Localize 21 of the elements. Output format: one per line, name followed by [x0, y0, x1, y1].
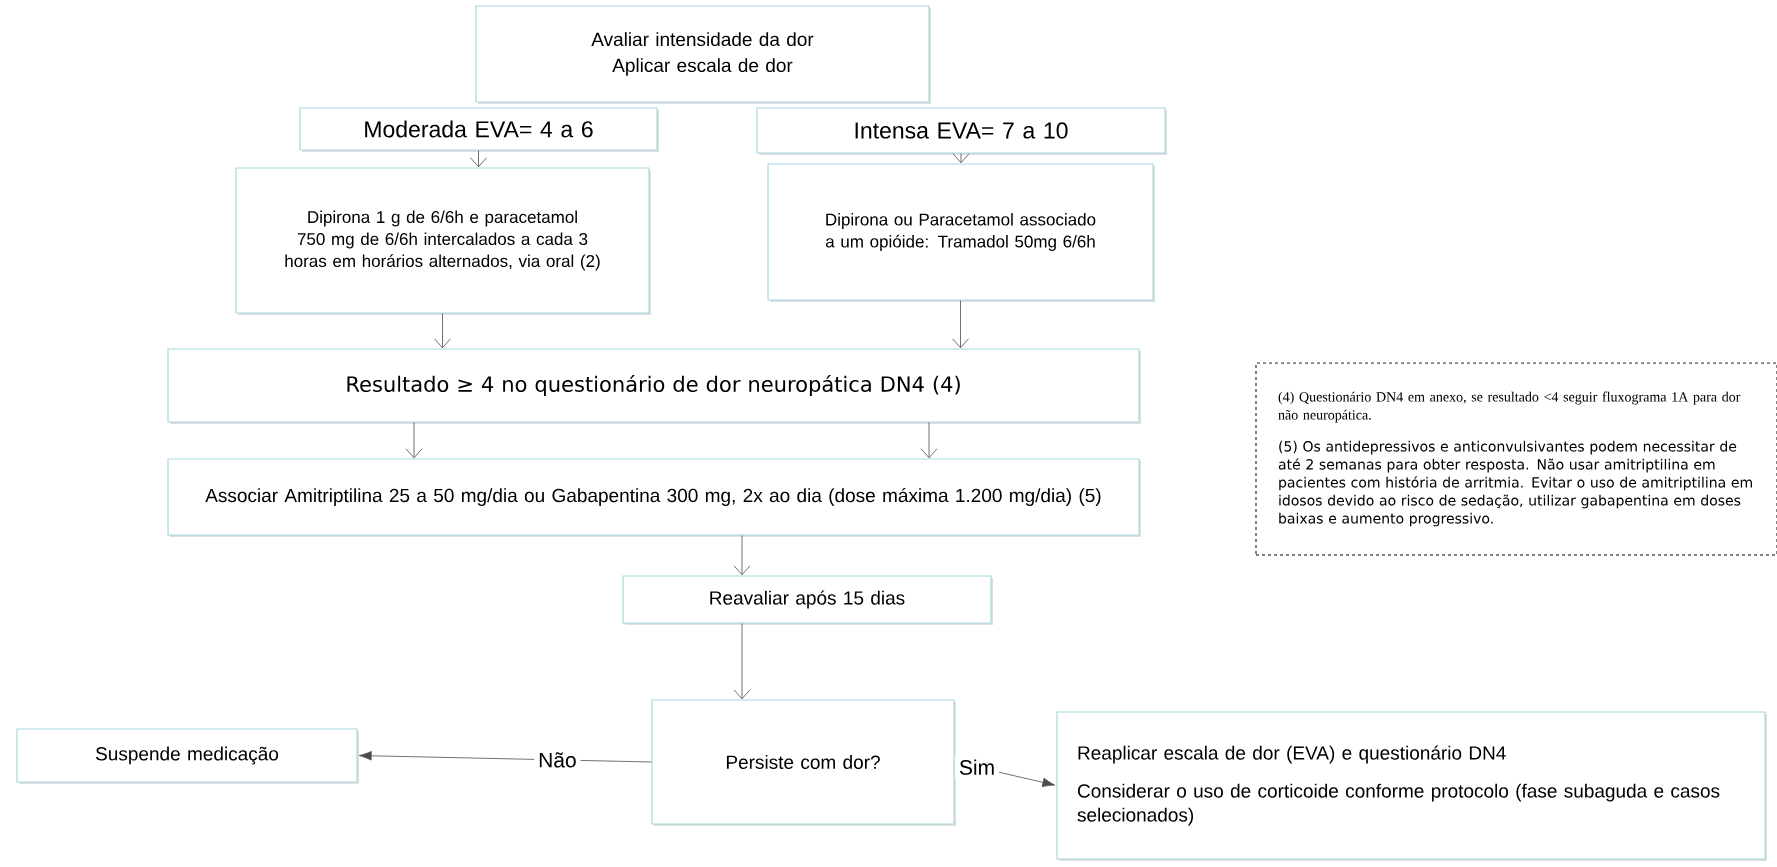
- process-box: Dipirona 1 g de 6/6h e paracetamol 750 mg de 6/6h intercalados a cada 3 horas em horários alternados, via oral (2): [235, 167, 651, 315]
- process-box: Reavaliar após 15 dias: [622, 575, 993, 625]
- process-box: Avaliar intensidade da dor Aplicar escala de dor: [475, 5, 931, 104]
- end-box: Suspende medicação: [16, 728, 359, 784]
- decision-box: Persiste com dor?: [651, 699, 956, 826]
- arrow: [920, 422, 938, 459]
- edge-label: Sim: [954, 755, 1000, 779]
- arrow: [733, 623, 751, 700]
- arrow: [733, 535, 751, 576]
- process-box: Dipirona ou Paracetamol associado a um opióide: Tramadol 50mg 6/6h: [767, 163, 1155, 302]
- arrow: [405, 422, 423, 459]
- process-box: Moderada EVA= 4 a 6: [299, 107, 659, 152]
- edge-label: Não: [534, 748, 581, 772]
- arrow: [434, 313, 451, 349]
- process-box: Associar Amitriptilina 25 a 50 mg/dia ou Gabapentina 300 mg, 2x ao dia (dose máxima 1.200 mg/dia) (5): [167, 458, 1141, 537]
- arrow: [952, 300, 969, 349]
- process-box: Intensa EVA= 7 a 10: [756, 107, 1167, 155]
- note-box: (4) Questionário DN4 em anexo, se resultado <4 seguir fluxograma 1A para dor não neuropática. (5) Os antidepressivos e anticonvulsivantes podem necessitar de até 2 semanas para obter resposta. Não usar amitriptilina em pacientes com história de arritmia. Evitar o uso de amitriptilina em idosos devido ao risco de sedação, utilizar gabapentina em doses baixas e aumento progressivo.: [1255, 362, 1777, 556]
- arrow: [358, 751, 652, 763]
- process-box: Reaplicar escala de dor (EVA) e questionário DN4 Considerar o uso de corticoide conforme protocolo (fase subaguda e casos selecionados): [1056, 711, 1767, 861]
- process-box: Resultado ≥ 4 no questionário de dor neuropática DN4 (4): [167, 348, 1141, 424]
